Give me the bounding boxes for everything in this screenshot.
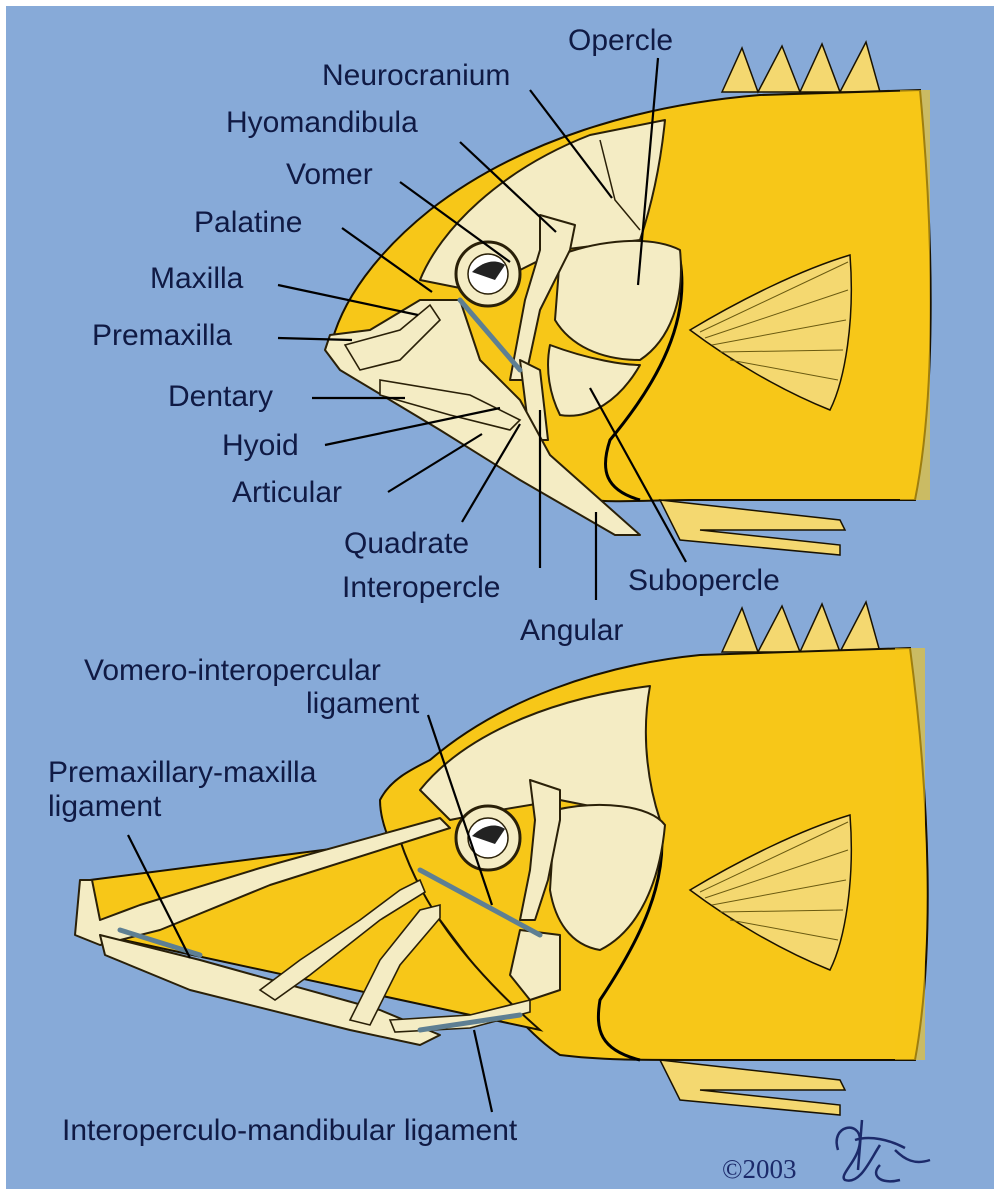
top-body-fade [900,90,930,500]
label-quadrate: Quadrate [344,527,469,560]
label-interopercle: Interopercle [342,571,500,604]
label-neurocranium: Neurocranium [322,59,510,92]
label-interoperculo-mandibular: Interoperculo-mandibular ligament [62,1114,518,1147]
label-hyoid: Hyoid [222,429,299,462]
label-premax-line2: ligament [48,790,162,823]
copyright-text: ©2003 [722,1154,797,1184]
label-subopercle: Subopercle [628,564,780,597]
label-angular: Angular [520,614,623,647]
label-opercle: Opercle [568,24,673,57]
label-vomero-line2: ligament [306,687,420,720]
label-articular: Articular [232,476,342,509]
label-vomer: Vomer [286,158,373,191]
label-hyomandibula: Hyomandibula [226,106,418,139]
label-premaxilla: Premaxilla [92,319,232,352]
label-vomero-line1: Vomero-interopercular [84,654,381,687]
label-maxilla: Maxilla [150,262,244,295]
label-palatine: Palatine [194,206,302,239]
label-premax-line1: Premaxillary-maxilla [48,756,317,789]
label-dentary: Dentary [168,380,273,413]
bottom-body-fade [895,648,925,1060]
